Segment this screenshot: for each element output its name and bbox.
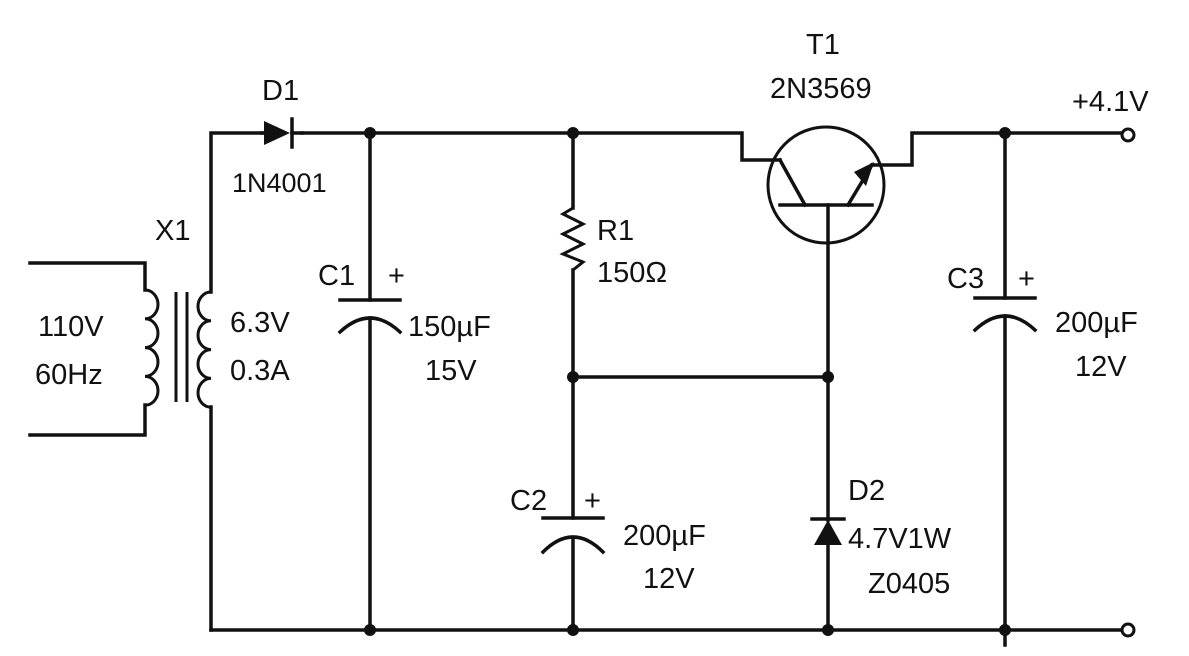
junction-dot [567, 624, 579, 636]
c3-value-label: 200µF [1055, 307, 1138, 339]
secondary-voltage-label: 6.3V [230, 307, 290, 339]
d2-rating-label: 4.7V1W [848, 523, 952, 555]
d2-part-label: Z0405 [868, 568, 950, 600]
r1-value-label: 150Ω [597, 257, 667, 289]
output-terminal-positive [1120, 127, 1136, 143]
mains-frequency-label: 60Hz [35, 359, 103, 391]
d1-anode-triangle [264, 121, 290, 145]
junction-dot [567, 371, 579, 383]
c1-label: C1 [318, 260, 355, 292]
primary-lead-top [28, 261, 147, 292]
c1-polarity-label: + [388, 260, 405, 292]
t1-emitter-arrow [854, 162, 874, 186]
capacitor-c1: C1 + 150µF 15V [318, 260, 491, 387]
transformer-x1: X1 110V 60Hz 6.3V 0.3A [28, 215, 290, 437]
t1-label: T1 [806, 29, 840, 61]
resistor-r1: R1 150Ω [559, 206, 667, 289]
primary-lead-bottom [28, 403, 147, 437]
output-terminals: +4.1V [1072, 86, 1149, 638]
c1-plate-bottom [337, 316, 403, 335]
wire-output-rail [870, 131, 1124, 167]
output-terminal-ground [1120, 622, 1136, 638]
junction-dot [999, 127, 1011, 139]
c3-polarity-label: + [1018, 263, 1035, 295]
junction-dot [364, 624, 376, 636]
d1-part-label: 1N4001 [232, 168, 327, 198]
t1-collector [777, 157, 808, 208]
c2-label: C2 [510, 485, 547, 517]
wire-secondary-top [209, 131, 264, 294]
d2-label: D2 [848, 475, 885, 507]
secondary-coil [196, 290, 212, 409]
d1-label: D1 [262, 75, 299, 107]
x1-label: X1 [155, 215, 190, 247]
primary-coil [144, 288, 160, 407]
d2-triangle [814, 520, 842, 545]
c2-voltage-label: 12V [643, 563, 695, 595]
c2-value-label: 200µF [623, 520, 706, 552]
junction-dot [364, 127, 376, 139]
c2-plate-bottom [540, 535, 606, 555]
c3-voltage-label: 12V [1075, 351, 1127, 383]
transistor-t1: T1 2N3569 [766, 29, 886, 245]
junction-dot [567, 127, 579, 139]
c1-value-label: 150µF [408, 311, 491, 343]
junction-dot [822, 371, 834, 383]
t1-part-label: 2N3569 [770, 73, 872, 105]
output-voltage-label: +4.1V [1072, 86, 1149, 118]
c3-plate-bottom [972, 314, 1038, 333]
wire-top-rail [300, 131, 782, 162]
zener-d2: D2 4.7V1W Z0405 [810, 475, 952, 600]
wiring [209, 131, 1124, 647]
junction-dot [999, 624, 1011, 636]
r1-zigzag [559, 206, 587, 272]
secondary-current-label: 0.3A [230, 355, 290, 387]
t1-envelope [766, 125, 886, 245]
mains-voltage-label: 110V [38, 311, 104, 343]
capacitor-c3: C3 + 200µF 12V [947, 263, 1138, 383]
c3-label: C3 [947, 263, 984, 295]
c2-polarity-label: + [584, 485, 601, 517]
capacitor-c2: C2 + 200µF 12V [510, 485, 706, 595]
c1-voltage-label: 15V [425, 355, 477, 387]
diode-d1: D1 1N4001 [232, 75, 327, 198]
r1-label: R1 [597, 215, 634, 247]
junction-dot [822, 624, 834, 636]
junction-dots [364, 127, 1011, 636]
